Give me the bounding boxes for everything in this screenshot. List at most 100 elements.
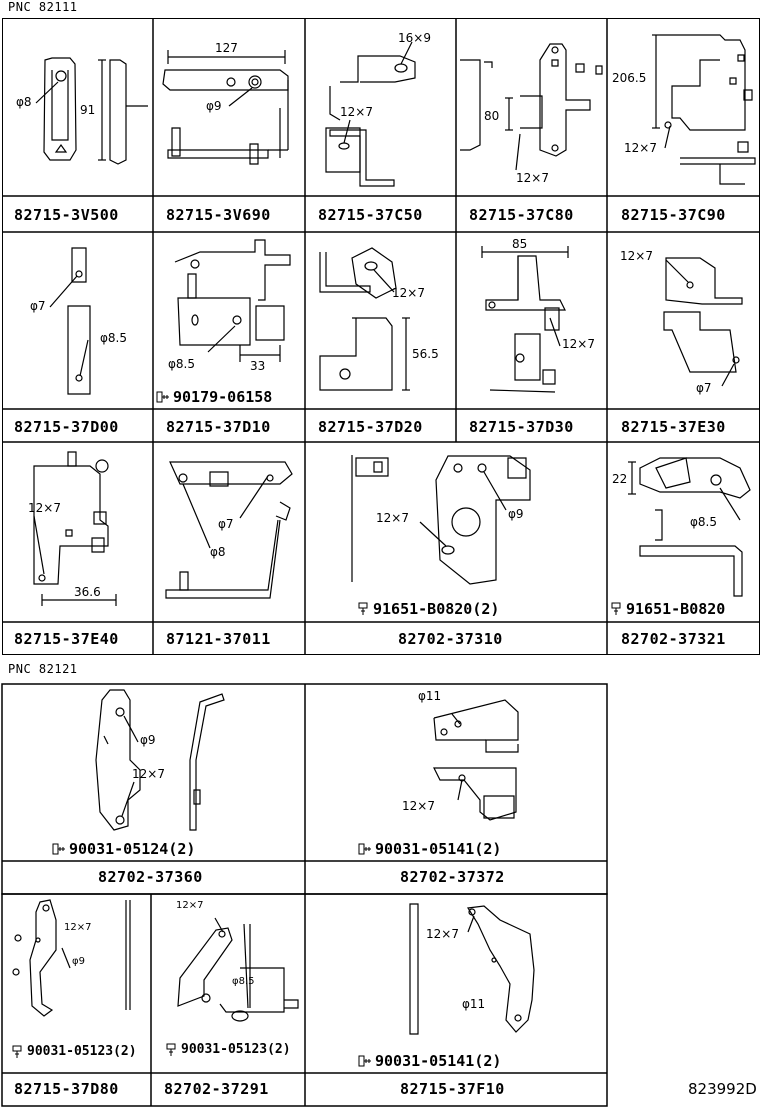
label-3v500-length: 91	[80, 103, 95, 117]
bracket-drawing-3v690	[163, 50, 288, 164]
label-37360-diameter: φ9	[140, 733, 156, 747]
label-87121-diameter-small: φ7	[218, 517, 234, 531]
label-37c50-slot: 16×9	[398, 31, 431, 45]
bolt-icon	[52, 842, 66, 856]
bracket-drawing-37d20	[320, 248, 410, 390]
part-number-82715-37d30[interactable]: 82715-37D30	[469, 418, 574, 436]
bolt-90031-05141-2[interactable]: 90031-05141(2)	[358, 840, 501, 858]
label-37310-diameter: φ9	[508, 507, 524, 521]
bolt-90031-05124-2[interactable]: 90031-05124(2)	[52, 840, 195, 858]
bolt-icon	[358, 842, 372, 856]
bracket-drawing-37d00	[50, 248, 90, 394]
diagram-code: 823992D	[688, 1080, 757, 1098]
bolt-part-number: 91651-B0820	[626, 600, 726, 618]
label-37c90-height: 206.5	[612, 71, 646, 85]
bolt-90031-05123-2-a[interactable]: 90031-05123(2)	[10, 1044, 137, 1059]
bracket-drawing-37d10	[175, 240, 290, 362]
part-number-82715-37d00[interactable]: 82715-37D00	[14, 418, 119, 436]
label-37c80-hole: 12×7	[516, 171, 549, 185]
bracket-drawing-82702-37291	[178, 918, 298, 1021]
bolt-90031-05123-2-b[interactable]: 90031-05123(2)	[164, 1042, 291, 1057]
label-37d10-diameter: φ8.5	[168, 357, 195, 371]
label-3v500-diameter: φ8	[16, 95, 32, 109]
bracket-drawing-82702-37360	[96, 690, 224, 830]
bolt-90031-05141-2-b[interactable]: 90031-05141(2)	[358, 1052, 501, 1070]
bracket-drawing-82702-37321	[628, 458, 750, 596]
bolt-91651-b0820-2[interactable]: 91651-B0820(2)	[356, 600, 499, 618]
part-number-82715-37d80[interactable]: 82715-37D80	[14, 1080, 119, 1098]
bolt-icon	[10, 1045, 24, 1059]
part-number-82702-37321[interactable]: 82702-37321	[621, 630, 726, 648]
label-37321-height: 22	[612, 472, 627, 486]
part-number-82702-37291[interactable]: 82702-37291	[164, 1080, 269, 1098]
bracket-drawing-3v500	[36, 58, 148, 164]
bolt-part-number: 90031-05141(2)	[375, 1052, 502, 1070]
bracket-drawing-82702-37310	[352, 455, 530, 584]
part-number-82715-37f10[interactable]: 82715-37F10	[400, 1080, 505, 1098]
bracket-drawing-37c50	[326, 42, 415, 186]
part-number-87121-37011[interactable]: 87121-37011	[166, 630, 271, 648]
label-37f10-diameter: φ11	[462, 997, 485, 1011]
bracket-drawing-82715-37f10	[410, 904, 534, 1034]
bracket-drawing-37d30	[482, 246, 568, 392]
bolt-icon	[609, 602, 623, 616]
part-number-82702-37310[interactable]: 82702-37310	[398, 630, 503, 648]
bolt-icon	[356, 602, 370, 616]
part-number-82702-37360[interactable]: 82702-37360	[98, 868, 203, 886]
part-number-82715-37c90[interactable]: 82715-37C90	[621, 206, 726, 224]
bracket-drawing-37c90	[652, 35, 755, 184]
label-37d80-hole: 12×7	[64, 922, 91, 933]
bolt-icon	[156, 390, 170, 404]
part-number-82715-37d10[interactable]: 82715-37D10	[166, 418, 271, 436]
label-3v690-length: 127	[215, 41, 238, 55]
label-37310-hole: 12×7	[376, 511, 409, 525]
part-number-82715-37e30[interactable]: 82715-37E30	[621, 418, 726, 436]
label-37c50-hole: 12×7	[340, 105, 373, 119]
bolt-icon	[164, 1043, 178, 1057]
part-number-82715-3v500[interactable]: 82715-3V500	[14, 206, 119, 224]
label-37c90-hole: 12×7	[624, 141, 657, 155]
label-37291-hole: 12×7	[176, 900, 203, 911]
label-37d80-diameter: φ9	[72, 956, 85, 967]
bolt-part-number: 90031-05123(2)	[181, 1042, 291, 1057]
label-37e30-hole: 12×7	[620, 249, 653, 263]
part-number-82702-37372[interactable]: 82702-37372	[400, 868, 505, 886]
label-37321-diameter: φ8.5	[690, 515, 717, 529]
bolt-90179-06158[interactable]: 90179-06158	[156, 388, 272, 406]
bracket-drawing-82715-37d80	[13, 900, 130, 1016]
part-number-82715-37e40[interactable]: 82715-37E40	[14, 630, 119, 648]
label-37d20-height: 56.5	[412, 347, 439, 361]
label-3v690-diameter: φ9	[206, 99, 222, 113]
bolt-91651-b0820[interactable]: 91651-B0820	[609, 600, 725, 618]
bracket-drawing-37e30	[664, 258, 742, 386]
label-37372-hole: 12×7	[402, 799, 435, 813]
label-37e40-width: 36.6	[74, 585, 101, 599]
label-37d00-diameter-large: φ8.5	[100, 331, 127, 345]
label-37c80-height: 80	[484, 109, 499, 123]
part-number-82715-37c80[interactable]: 82715-37C80	[469, 206, 574, 224]
bracket-drawing-37e40	[34, 452, 116, 606]
part-number-82715-37d20[interactable]: 82715-37D20	[318, 418, 423, 436]
part-number-82715-3v690[interactable]: 82715-3V690	[166, 206, 271, 224]
label-37291-diameter: φ8.5	[232, 976, 255, 987]
label-37e30-diameter: φ7	[696, 381, 712, 395]
bolt-part-number: 90179-06158	[173, 388, 273, 406]
part-number-82715-37c50[interactable]: 82715-37C50	[318, 206, 423, 224]
bracket-drawing-37c80	[460, 44, 602, 170]
bolt-part-number: 90031-05141(2)	[375, 840, 502, 858]
label-37d00-diameter-small: φ7	[30, 299, 46, 313]
bolt-part-number: 90031-05124(2)	[69, 840, 196, 858]
label-37f10-hole: 12×7	[426, 927, 459, 941]
label-37372-diameter: φ11	[418, 689, 441, 703]
